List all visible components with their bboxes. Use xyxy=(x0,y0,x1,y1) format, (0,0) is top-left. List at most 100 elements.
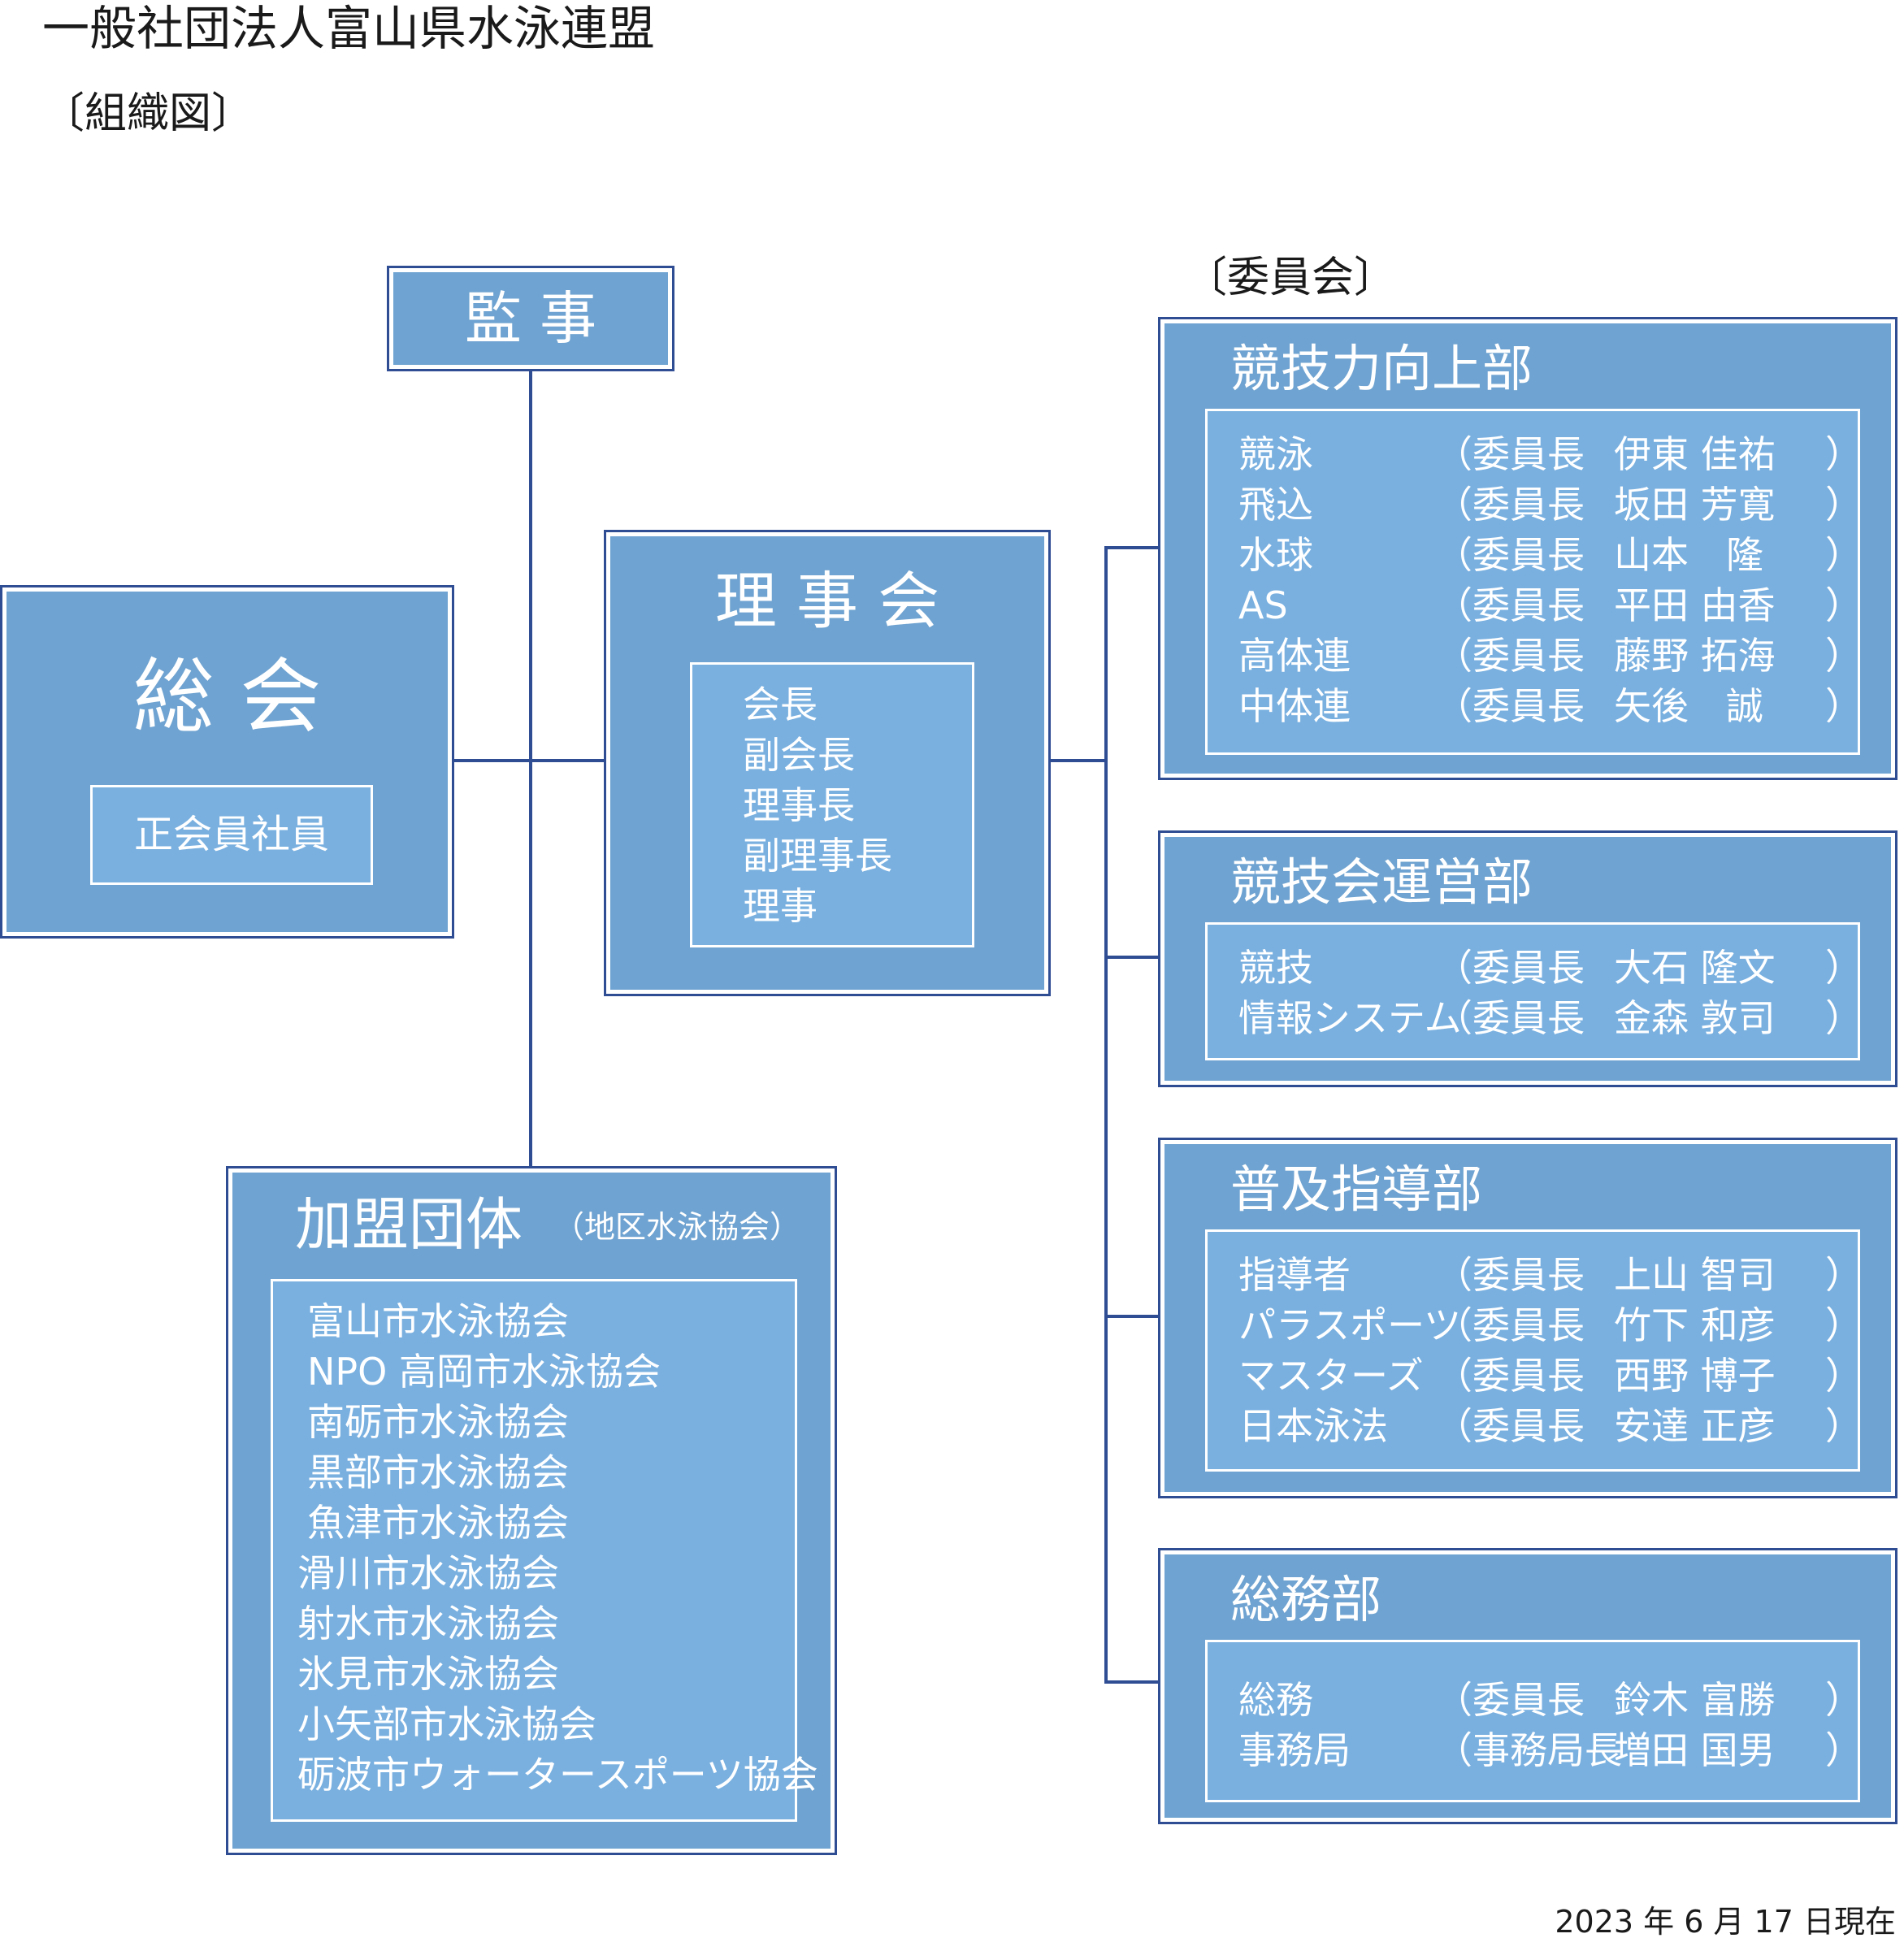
member-org: 富山市水泳協会 xyxy=(307,1299,569,1343)
committee-row: 水球 （委員長 山本 隆 ） xyxy=(1208,530,1863,580)
committee-role: （委員長 xyxy=(1435,946,1585,990)
general-meeting-box: 総 会 正会員社員 xyxy=(0,585,454,939)
committee-row: 中体連 （委員長 矢後 誠 ） xyxy=(1208,681,1863,731)
committee-person: 山本 隆 xyxy=(1614,533,1763,577)
committee-person: 竹下 和彦 xyxy=(1614,1303,1776,1347)
member-org: 砺波市ウォータースポーツ協会 xyxy=(297,1753,818,1797)
committee-name: 高体連 xyxy=(1238,634,1351,678)
dept-competition-management: 競技会運営部 競技 （委員長 大石 隆文 ） 情報システム （委員長 金森 敦司… xyxy=(1158,830,1897,1087)
page-subtitle: 〔組織図〕 xyxy=(42,89,254,138)
dept-committee-list: 総務 （委員長 鈴木 富勝 ） 事務局 （事務局長 増田 国男 ） xyxy=(1205,1640,1863,1802)
member-orgs-label: 加盟団体 xyxy=(295,1191,523,1258)
committee-person: 藤野 拓海 xyxy=(1614,634,1776,678)
committee-person: 金森 敦司 xyxy=(1614,996,1776,1040)
board-label: 理 事 会 xyxy=(714,565,940,637)
committee-close: ） xyxy=(1825,1728,1863,1772)
committee-row: 総務 （委員長 鈴木 富勝 ） xyxy=(1208,1675,1863,1725)
committee-person: 伊東 佳祐 xyxy=(1614,432,1776,476)
committee-role: （委員長 xyxy=(1435,634,1585,678)
committee-name: 情報システム xyxy=(1238,996,1462,1040)
committee-person: 上山 智司 xyxy=(1614,1253,1776,1297)
committee-role: （委員長 xyxy=(1435,684,1585,728)
committee-name: 総務 xyxy=(1238,1678,1313,1722)
auditor-box: 監 事 xyxy=(387,266,674,371)
committee-person: 鈴木 富勝 xyxy=(1614,1678,1776,1722)
member-org: 氷見市水泳協会 xyxy=(297,1652,559,1696)
committee-close: ） xyxy=(1825,432,1863,476)
board-role: 理事長 xyxy=(743,783,855,827)
member-org: 魚津市水泳協会 xyxy=(307,1501,569,1545)
connector-trunk-to-dept-1 xyxy=(1104,546,1160,549)
committee-name: 指導者 xyxy=(1238,1253,1351,1297)
dept-committee-list: 競技 （委員長 大石 隆文 ） 情報システム （委員長 金森 敦司 ） xyxy=(1205,922,1863,1060)
committee-role: （委員長 xyxy=(1435,1354,1585,1398)
board-roles-box: 会長 副会長 理事長 副理事長 理事 xyxy=(690,662,974,947)
connector-committee-trunk xyxy=(1104,546,1108,1684)
committee-role: （委員長 xyxy=(1435,432,1585,476)
member-org: NPO 高岡市水泳協会 xyxy=(307,1350,661,1394)
committee-person: 坂田 芳寛 xyxy=(1614,483,1776,527)
member-org: 南砺市水泳協会 xyxy=(307,1400,569,1444)
committee-role: （委員長 xyxy=(1435,533,1585,577)
connector-board-to-trunk xyxy=(1049,759,1106,762)
connector-trunk-to-dept-4 xyxy=(1104,1680,1160,1684)
auditor-label: 監 事 xyxy=(464,285,597,352)
general-meeting-label: 総 会 xyxy=(132,649,322,744)
committee-row: 指導者 （委員長 上山 智司 ） xyxy=(1208,1250,1863,1300)
dept-competitive-improvement: 競技力向上部 競泳 （委員長 伊東 佳祐 ） 飛込 （委員長 坂田 芳寛 ） 水… xyxy=(1158,317,1897,780)
committee-row: 高体連 （委員長 藤野 拓海 ） xyxy=(1208,631,1863,681)
committee-person: 大石 隆文 xyxy=(1614,946,1776,990)
dept-committee-list: 競泳 （委員長 伊東 佳祐 ） 飛込 （委員長 坂田 芳寛 ） 水球 （委員長 … xyxy=(1205,409,1863,755)
member-org: 黒部市水泳協会 xyxy=(307,1450,569,1494)
committee-row: 飛込 （委員長 坂田 芳寛 ） xyxy=(1208,479,1863,530)
committee-role: （委員長 xyxy=(1435,1303,1585,1347)
committee-role: （委員長 xyxy=(1435,1404,1585,1448)
committee-close: ） xyxy=(1825,483,1863,527)
committee-close: ） xyxy=(1825,1253,1863,1297)
board-role: 副理事長 xyxy=(743,834,892,878)
committee-name: 競泳 xyxy=(1238,432,1313,476)
dept-general-affairs: 総務部 総務 （委員長 鈴木 富勝 ） 事務局 （事務局長 増田 国男 ） xyxy=(1158,1548,1897,1824)
committee-row: パラスポーツ （委員長 竹下 和彦 ） xyxy=(1208,1300,1863,1351)
as-of-date: 2023 年 6 月 17 日現在 xyxy=(1555,1904,1896,1940)
committee-close: ） xyxy=(1825,1678,1863,1722)
committee-row: 事務局 （事務局長 増田 国男 ） xyxy=(1208,1725,1863,1775)
committee-close: ） xyxy=(1825,533,1863,577)
member-orgs-sublabel: （地区水泳協会） xyxy=(553,1209,801,1245)
committee-row: 日本泳法 （委員長 安達 正彦 ） xyxy=(1208,1401,1863,1451)
committee-name: マスターズ xyxy=(1238,1354,1424,1398)
committee-name: 事務局 xyxy=(1238,1728,1351,1772)
connector-general-to-board xyxy=(453,759,605,762)
committee-name: 飛込 xyxy=(1238,483,1313,527)
member-orgs-box: 加盟団体 （地区水泳協会） 富山市水泳協会 NPO 高岡市水泳協会 南砺市水泳協… xyxy=(226,1166,837,1855)
committee-close: ） xyxy=(1825,684,1863,728)
board-role: 副会長 xyxy=(743,733,855,777)
dept-committee-list: 指導者 （委員長 上山 智司 ） パラスポーツ （委員長 竹下 和彦 ） マスタ… xyxy=(1205,1229,1863,1472)
connector-trunk-to-dept-2 xyxy=(1104,956,1160,959)
committee-close: ） xyxy=(1825,1404,1863,1448)
committee-close: ） xyxy=(1825,634,1863,678)
board-box: 理 事 会 会長 副会長 理事長 副理事長 理事 xyxy=(604,530,1051,996)
member-org: 射水市水泳協会 xyxy=(297,1602,559,1645)
connector-trunk-to-dept-3 xyxy=(1104,1315,1160,1318)
page-title: 一般社団法人富山県水泳連盟 xyxy=(42,1,656,56)
dept-name: 競技力向上部 xyxy=(1230,339,1533,398)
member-org: 小矢部市水泳協会 xyxy=(297,1702,596,1746)
board-role: 理事 xyxy=(743,884,818,928)
committee-heading: 〔委員会〕 xyxy=(1185,254,1397,302)
committee-name: 日本泳法 xyxy=(1238,1404,1388,1448)
committee-close: ） xyxy=(1825,946,1863,990)
committee-name: 競技 xyxy=(1238,946,1313,990)
dept-name: 普及指導部 xyxy=(1230,1160,1483,1219)
committee-name: 中体連 xyxy=(1238,684,1351,728)
committee-close: ） xyxy=(1825,1354,1863,1398)
committee-person: 増田 国男 xyxy=(1614,1728,1776,1772)
board-role: 会長 xyxy=(743,683,818,726)
committee-row: AS （委員長 平田 由香 ） xyxy=(1208,580,1863,631)
committee-person: 安達 正彦 xyxy=(1614,1404,1776,1448)
committee-role: （委員長 xyxy=(1435,996,1585,1040)
committee-row: 競泳 （委員長 伊東 佳祐 ） xyxy=(1208,429,1863,479)
committee-person: 西野 博子 xyxy=(1614,1354,1776,1398)
committee-person: 矢後 誠 xyxy=(1614,684,1763,728)
general-meeting-members-box: 正会員社員 xyxy=(90,785,373,885)
